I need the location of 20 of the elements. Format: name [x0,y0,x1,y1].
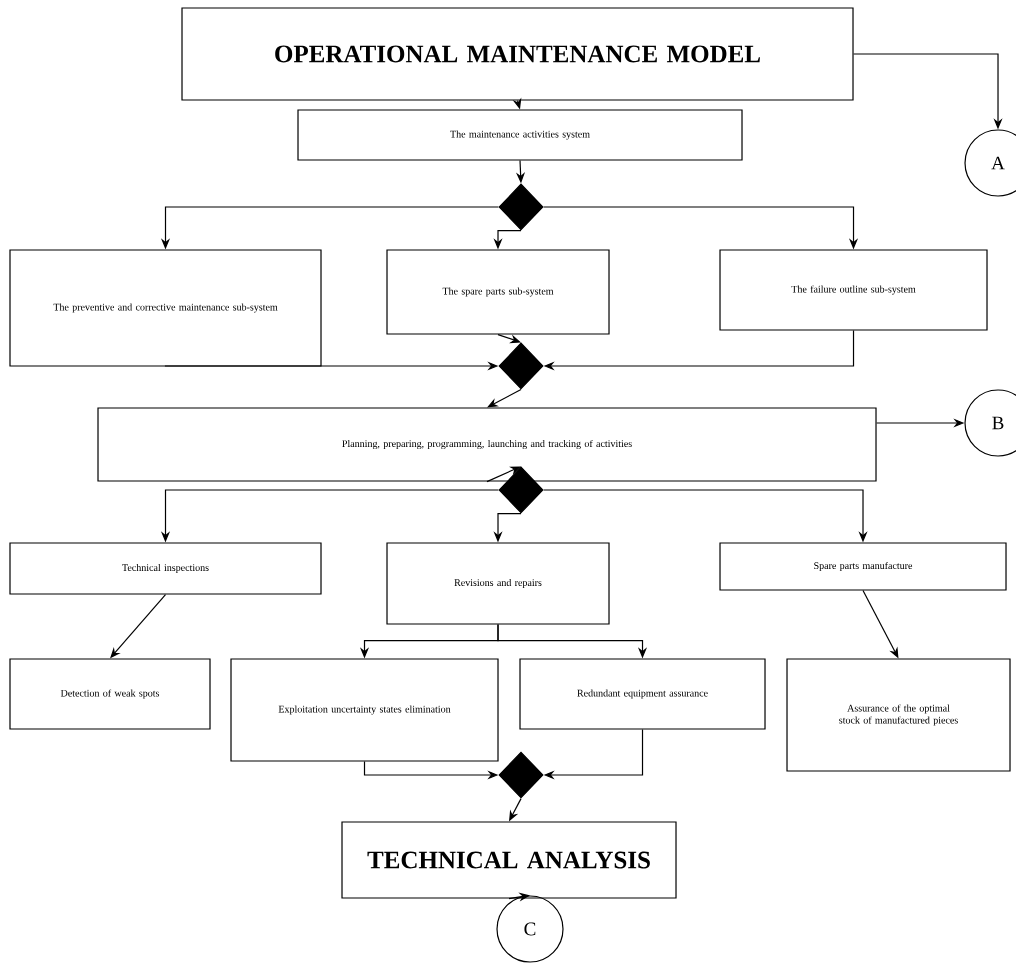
process-box: Detection of weak spots [9,658,211,730]
process-box: The maintenance activities system [297,109,743,161]
process-box: Spare parts manufacture [719,542,1007,591]
process-box: Technical inspections [9,542,322,595]
decision-diamond [498,466,544,514]
process-box: Assurance of the optimal stock of manufactured pieces [786,658,1011,772]
title-box: TECHNICAL ANALYSIS [341,821,677,899]
process-box: The preventive and corrective maintenance sub-system [9,249,322,367]
decision-diamond [498,183,544,231]
decision-diamond [498,751,544,799]
process-box: Exploitation uncertainty states elimination [230,658,499,762]
arrow [487,389,522,408]
process-box: Revisions and repairs [386,542,610,625]
title-box: OPERATIONAL MAINTENANCE MODEL [181,7,854,101]
arrow [486,466,521,483]
process-box: The spare parts sub-system [386,249,610,335]
process-box: The failure outline sub-system [719,249,988,331]
process-box: Planning, preparing, programming, launching and tracking of activities [97,407,877,482]
decision-diamond [498,342,544,390]
process-box: Redundant equipment assurance [519,658,766,730]
